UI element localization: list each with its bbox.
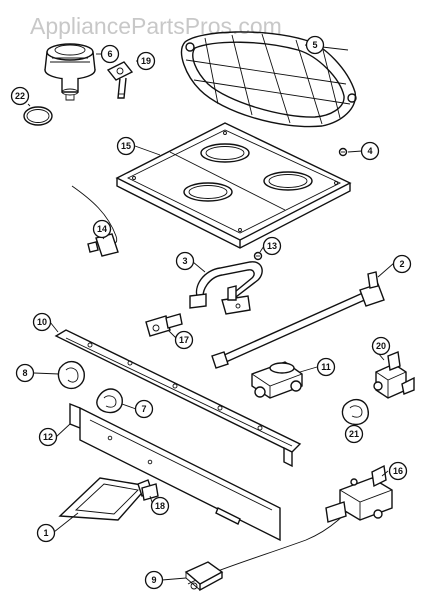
callout-label-15: 15 bbox=[121, 141, 131, 151]
callout-17: 17 bbox=[174, 330, 194, 350]
orifice-part bbox=[141, 483, 159, 501]
burner-head-part bbox=[44, 43, 96, 101]
callout-1: 1 bbox=[36, 523, 56, 543]
callout-label-2: 2 bbox=[399, 259, 404, 269]
bottom-panel-part bbox=[69, 402, 281, 542]
knob-part-21 bbox=[341, 399, 369, 426]
regulator-part bbox=[251, 361, 303, 399]
callout-22: 22 bbox=[10, 86, 30, 106]
callout-label-3: 3 bbox=[182, 256, 187, 266]
callout-label-21: 21 bbox=[349, 429, 359, 439]
callout-20: 20 bbox=[371, 336, 391, 356]
screw-part-4 bbox=[338, 147, 348, 157]
callout-label-7: 7 bbox=[141, 404, 146, 414]
callout-10: 10 bbox=[32, 312, 52, 332]
callout-3: 3 bbox=[175, 251, 195, 271]
callout-label-8: 8 bbox=[22, 368, 27, 378]
callout-label-20: 20 bbox=[376, 341, 386, 351]
callout-19: 19 bbox=[136, 51, 156, 71]
callout-5: 5 bbox=[305, 35, 325, 55]
callout-label-9: 9 bbox=[151, 575, 156, 585]
watermark: AppliancePartsPros.com bbox=[30, 13, 282, 39]
callout-9: 9 bbox=[144, 570, 164, 590]
orifice-fitting-part bbox=[145, 313, 183, 337]
grate-part bbox=[180, 31, 357, 128]
callout-14: 14 bbox=[92, 219, 112, 239]
callout-label-1: 1 bbox=[43, 528, 48, 538]
callout-2: 2 bbox=[392, 254, 412, 274]
callout-21: 21 bbox=[344, 424, 364, 444]
main-valve-part bbox=[187, 464, 393, 585]
callout-label-14: 14 bbox=[97, 224, 107, 234]
burner-bracket-part bbox=[58, 477, 153, 521]
igniter-switch-part bbox=[184, 561, 224, 592]
callout-13: 13 bbox=[262, 236, 282, 256]
callout-16: 16 bbox=[388, 461, 408, 481]
callout-label-4: 4 bbox=[367, 146, 372, 156]
callout-label-16: 16 bbox=[393, 466, 403, 476]
callout-label-11: 11 bbox=[321, 362, 331, 372]
callout-label-5: 5 bbox=[312, 40, 317, 50]
burner-tube-long-part bbox=[211, 271, 385, 369]
cooktop-plate-part bbox=[115, 122, 352, 249]
callout-4: 4 bbox=[360, 141, 380, 161]
bracket-long-part bbox=[54, 329, 302, 468]
callout-label-13: 13 bbox=[267, 241, 277, 251]
knob-part-8 bbox=[57, 361, 85, 390]
callout-8: 8 bbox=[15, 363, 35, 383]
callout-label-12: 12 bbox=[43, 432, 53, 442]
callout-label-18: 18 bbox=[155, 501, 165, 511]
knob-part-7 bbox=[96, 388, 123, 414]
callout-15: 15 bbox=[116, 136, 136, 156]
callout-label-19: 19 bbox=[141, 56, 151, 66]
callout-18: 18 bbox=[150, 496, 170, 516]
electrode-part bbox=[106, 61, 134, 99]
valve-part-20 bbox=[373, 351, 415, 399]
thermostat-part bbox=[71, 185, 119, 257]
screw-part-13 bbox=[253, 251, 263, 261]
burner-tube-part bbox=[189, 261, 263, 315]
callout-11: 11 bbox=[316, 357, 336, 377]
callout-12: 12 bbox=[38, 427, 58, 447]
callout-label-22: 22 bbox=[15, 91, 25, 101]
callout-label-6: 6 bbox=[107, 49, 112, 59]
callout-label-10: 10 bbox=[37, 317, 47, 327]
callout-6: 6 bbox=[100, 44, 120, 64]
callout-label-17: 17 bbox=[179, 335, 189, 345]
callout-7: 7 bbox=[134, 399, 154, 419]
o-ring-part bbox=[23, 106, 53, 126]
